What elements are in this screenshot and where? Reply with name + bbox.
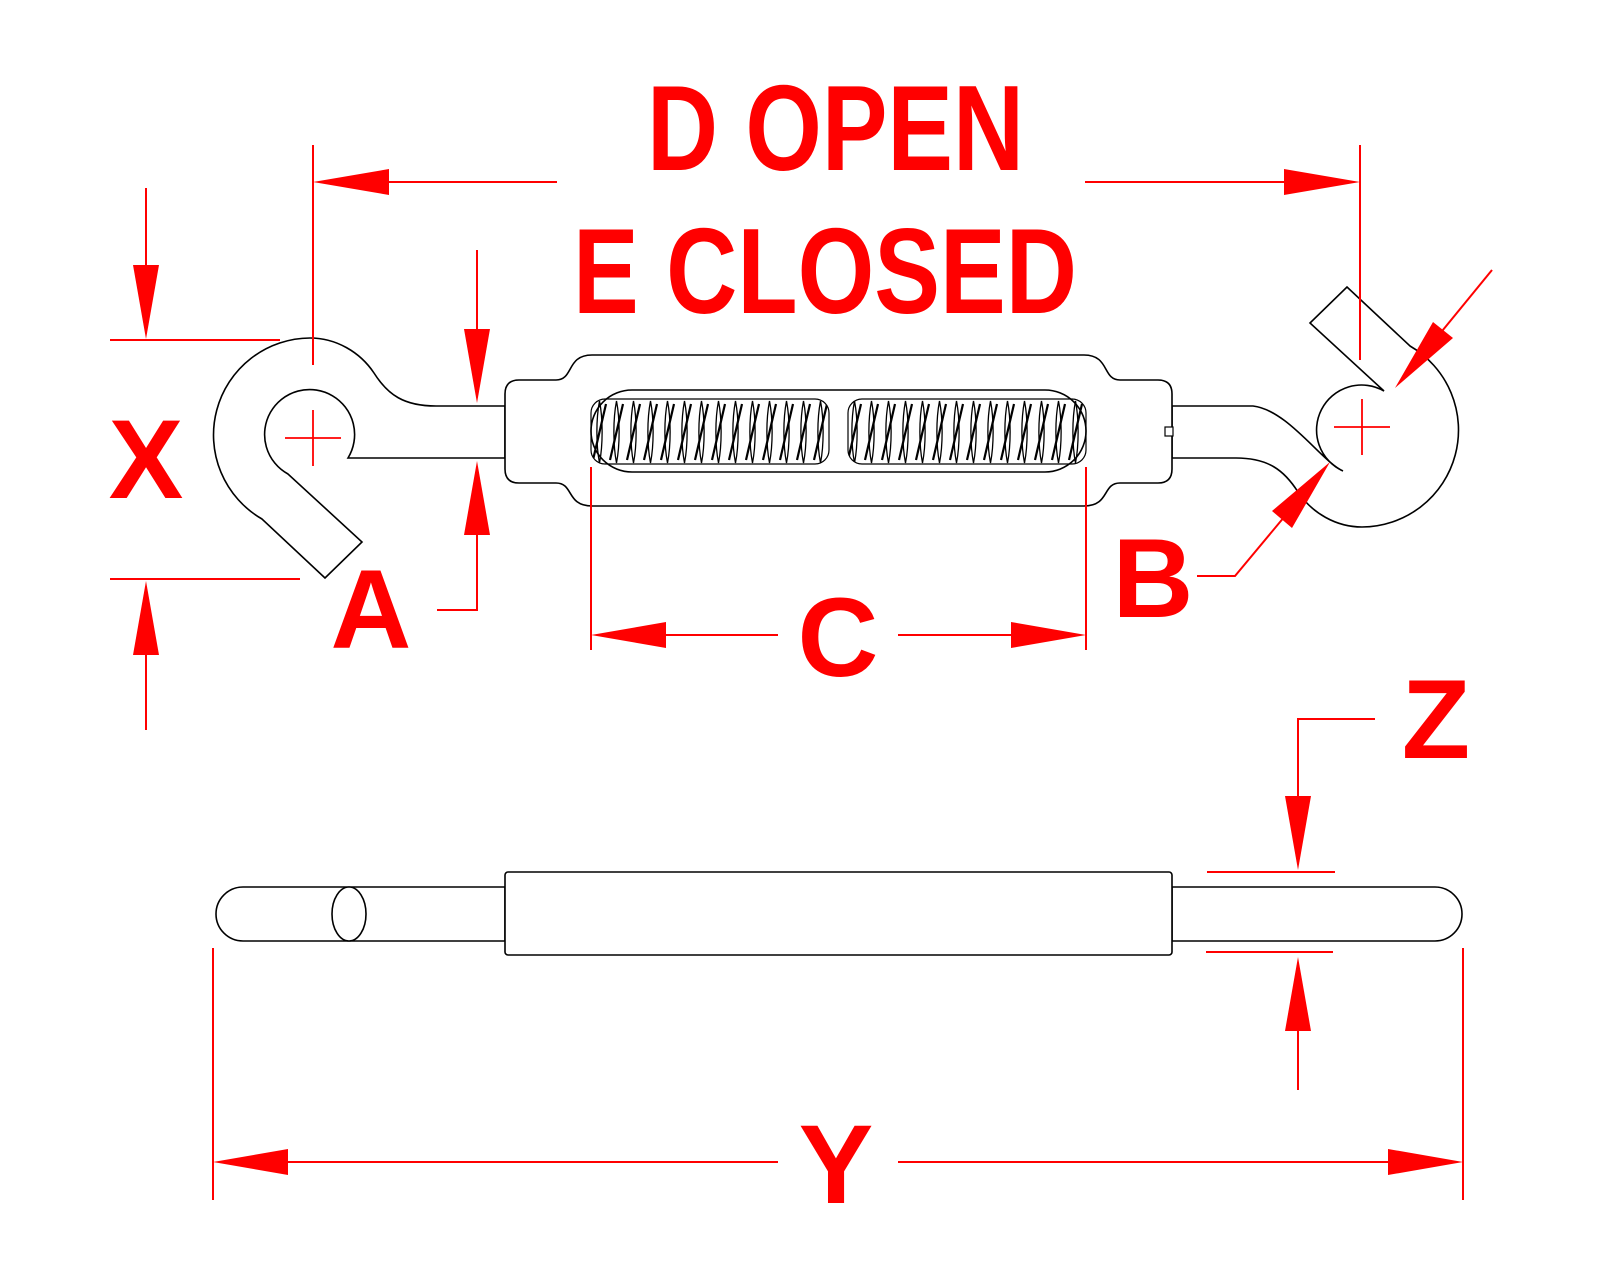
label-z: Z: [1402, 657, 1470, 782]
side-view: [215, 871, 1463, 956]
de-arrow-left: [313, 169, 389, 195]
dimension-title-closed: E CLOSED: [573, 203, 1077, 339]
z-arrow-top: [1285, 796, 1311, 870]
a-arrow-bottom: [464, 461, 490, 535]
x-arrow-top: [133, 265, 159, 339]
side-view-body: [504, 871, 1173, 956]
dimensions: [110, 145, 1493, 1200]
left-threaded-stud: [590, 398, 830, 465]
rod-notch: [1164, 426, 1174, 437]
side-view-rod-ellipse: [331, 886, 367, 942]
dimension-text: D OPEN E CLOSED X A C B Z Y: [109, 60, 1471, 1227]
y-arrow-left: [213, 1149, 288, 1175]
label-x: X: [109, 397, 184, 522]
label-b: B: [1113, 516, 1194, 641]
y-arrow-right: [1388, 1149, 1463, 1175]
label-y: Y: [799, 1102, 874, 1227]
center-mark-right-hook: [1334, 399, 1390, 455]
z-arrow-bottom: [1285, 957, 1311, 1031]
center-mark-left-hook: [285, 410, 341, 466]
hook-tip-leader: [1437, 269, 1493, 337]
label-c: C: [798, 575, 879, 700]
z-leader: [1297, 718, 1375, 798]
x-arrow-bottom: [133, 581, 159, 655]
a-leader: [437, 532, 478, 611]
a-arrow-top: [464, 329, 490, 403]
left-hook-outline: [212, 337, 506, 580]
right-hook-outline: [1171, 285, 1460, 528]
b-arrow: [1272, 462, 1330, 528]
right-threaded-stud: [847, 398, 1087, 465]
side-view-right-rod: [1171, 886, 1463, 942]
hook-tip-arrow: [1395, 322, 1453, 388]
c-arrow-left: [591, 622, 666, 648]
label-a: A: [331, 547, 412, 672]
top-view: [212, 285, 1460, 580]
c-arrow-right: [1011, 622, 1086, 648]
dimension-title-open: D OPEN: [647, 60, 1024, 196]
de-arrow-right: [1284, 169, 1360, 195]
b-leader: [1197, 515, 1286, 577]
